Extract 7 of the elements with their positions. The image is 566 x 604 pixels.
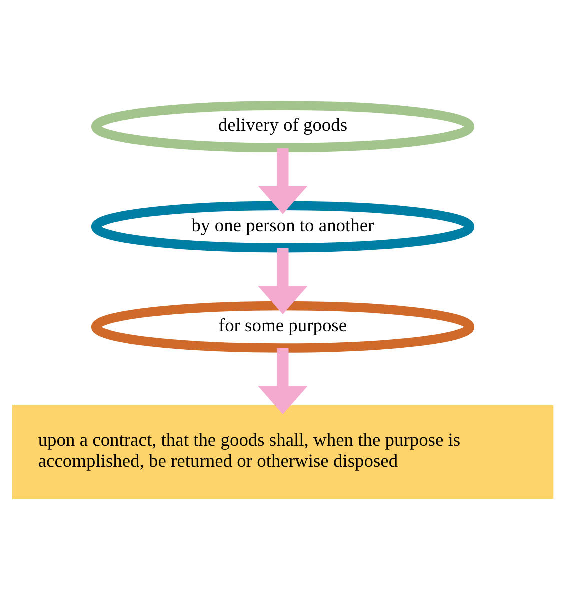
arrow	[258, 148, 308, 214]
arrow	[258, 248, 308, 314]
node-ellipse: delivery of goods	[91, 101, 475, 153]
arrow	[258, 348, 308, 415]
node-ellipse: for some purpose	[91, 301, 475, 353]
node-box: upon a contract, that the goods shall, when the purpose is accomplished, be returned or otherwise disposed	[12, 405, 554, 499]
node-ellipse: by one person to another	[91, 201, 475, 253]
